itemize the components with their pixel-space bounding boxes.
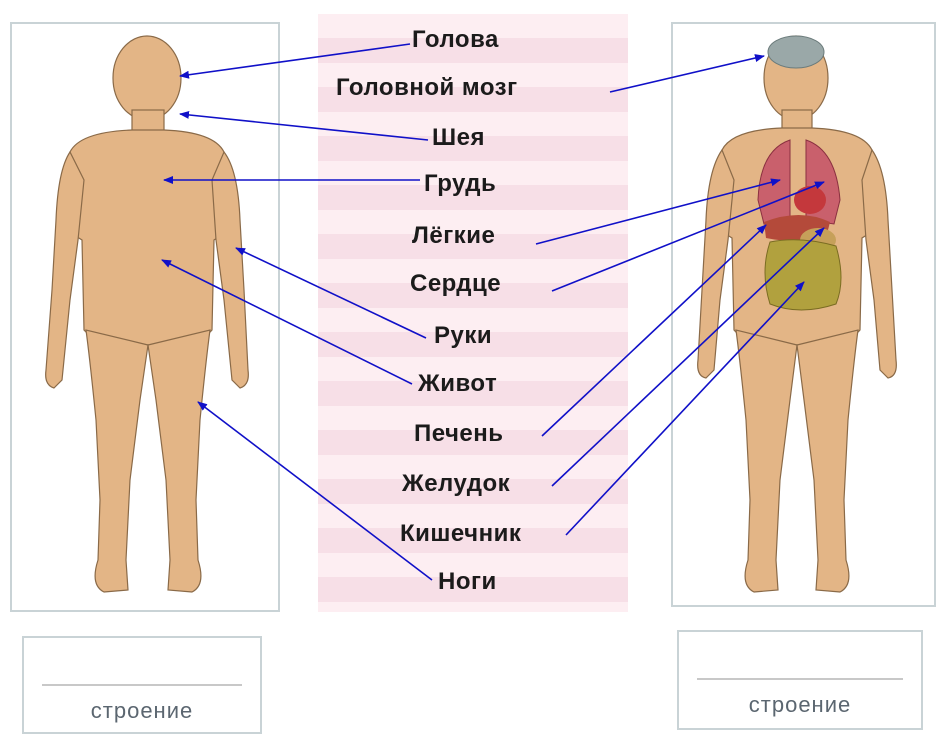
label-stomach: Желудок xyxy=(402,470,510,498)
arrow-liver xyxy=(542,225,766,436)
brain-organ xyxy=(768,36,824,68)
label-arms: Руки xyxy=(434,322,492,350)
arrow-arms xyxy=(236,248,426,338)
label-legs: Ноги xyxy=(438,568,497,596)
label-heart: Сердце xyxy=(410,270,501,298)
label-intestine: Кишечник xyxy=(400,520,521,548)
arrow-head xyxy=(180,44,410,76)
heart-organ xyxy=(794,186,826,214)
label-belly: Живот xyxy=(418,370,497,398)
label-chest: Грудь xyxy=(424,170,496,198)
label-lungs: Лёгкие xyxy=(412,222,495,250)
left-body-figure xyxy=(46,36,249,592)
label-brain: Головной мозг xyxy=(336,74,518,102)
right-body-figure xyxy=(698,36,897,592)
intestine-organ xyxy=(765,240,841,310)
arrow-brain xyxy=(610,56,764,92)
label-neck: Шея xyxy=(432,124,485,152)
label-head: Голова xyxy=(412,26,499,54)
arrow-legs xyxy=(198,402,432,580)
arrow-neck xyxy=(180,114,428,140)
arrows xyxy=(162,44,824,580)
label-liver: Печень xyxy=(414,420,504,448)
